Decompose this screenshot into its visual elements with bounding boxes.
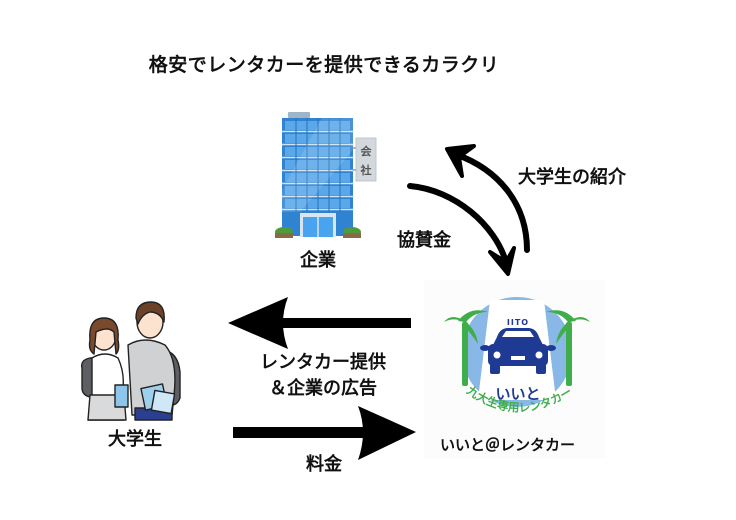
referral-arrow [445,144,530,253]
sponsorship-label: 協賛金 [397,230,451,251]
fee-arrow [233,406,416,460]
rental-to-students-arrow [228,297,411,349]
rental-and-ads-label: レンタカー提供 ＆企業の広告 [248,350,398,402]
logo-name: いいと [495,385,540,403]
diagram-title-text: 格安でレンタカーを提供できるカラクリ [148,54,500,76]
rental-service-label: いいと＠レンタカー [440,436,576,454]
fee-label: 料金 [306,454,342,475]
rental-and-ads-label-line-2: ＆企業の広告 [269,378,377,399]
rental-and-ads-label-line-1: レンタカー提供 [260,352,386,373]
sponsorship-arrow [407,183,516,276]
company-sign-char-1: 会 [361,144,373,158]
students-icon [80,301,181,421]
logo-tag: IITO [507,318,529,327]
company-sign-char-2: 社 [360,163,372,177]
company-label: 企業 [300,250,336,271]
office-building-icon [275,112,377,238]
students-label: 大学生 [108,429,162,450]
diagram-title: 格安でレンタカーを提供できるカラクリ [0,50,736,77]
student-referral-label: 大学生の紹介 [518,167,626,188]
car-palm-logo-icon [444,297,590,407]
